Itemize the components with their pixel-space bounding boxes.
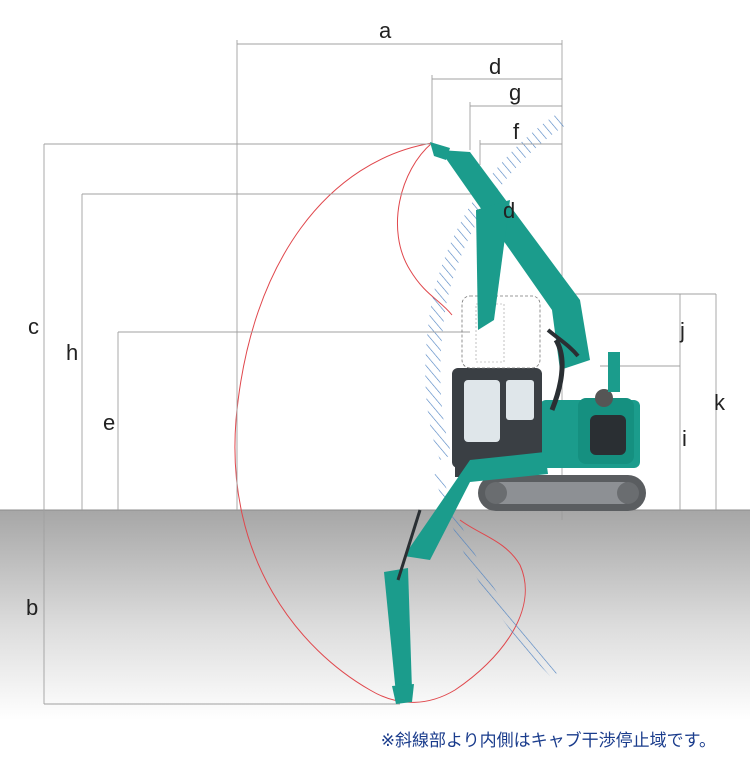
dim-label-h: h [66,340,78,365]
dimension-lines [43,40,717,705]
cab-interference-lower [434,470,560,676]
cab-door-window [506,380,534,420]
arm-cylinder-lowered [396,509,422,581]
raised-boom [440,150,590,370]
dim-label-i: i [682,426,687,451]
dim-label-d-arm: d [503,198,515,223]
lowered-bucket [392,684,414,704]
upper-structure [452,295,640,468]
dim-label-f: f [513,119,520,144]
dim-label-j: j [679,318,685,343]
lowered-arm [384,568,412,694]
dim-label-g: g [509,80,521,105]
cab-window [464,380,500,442]
cab-roof-outline [461,295,541,369]
undercarriage [455,455,646,511]
footnote-text: ※斜線部より内側はキャブ干渉停止域です。 [380,731,716,751]
raised-bucket-tip [430,142,450,160]
boom-cylinder-lowered [549,338,565,411]
side-panel [590,415,626,455]
boom-cylinder-raised [546,328,580,358]
exhaust-cap [595,389,613,407]
dim-label-b: b [26,595,38,620]
dim-label-d-top: d [489,54,501,79]
dim-label-c: c [28,314,39,339]
working-range-curve [234,142,526,703]
ground-area [0,510,750,720]
dim-label-e: e [103,410,115,435]
exhaust-stack [608,352,620,392]
boom-raised [430,142,590,370]
boom-lowered [384,338,565,704]
dim-label-k: k [714,390,726,415]
lowered-boom [404,452,548,560]
dim-label-a: a [379,18,392,43]
raised-arm [476,200,510,330]
cab-interference-zone [425,112,566,460]
